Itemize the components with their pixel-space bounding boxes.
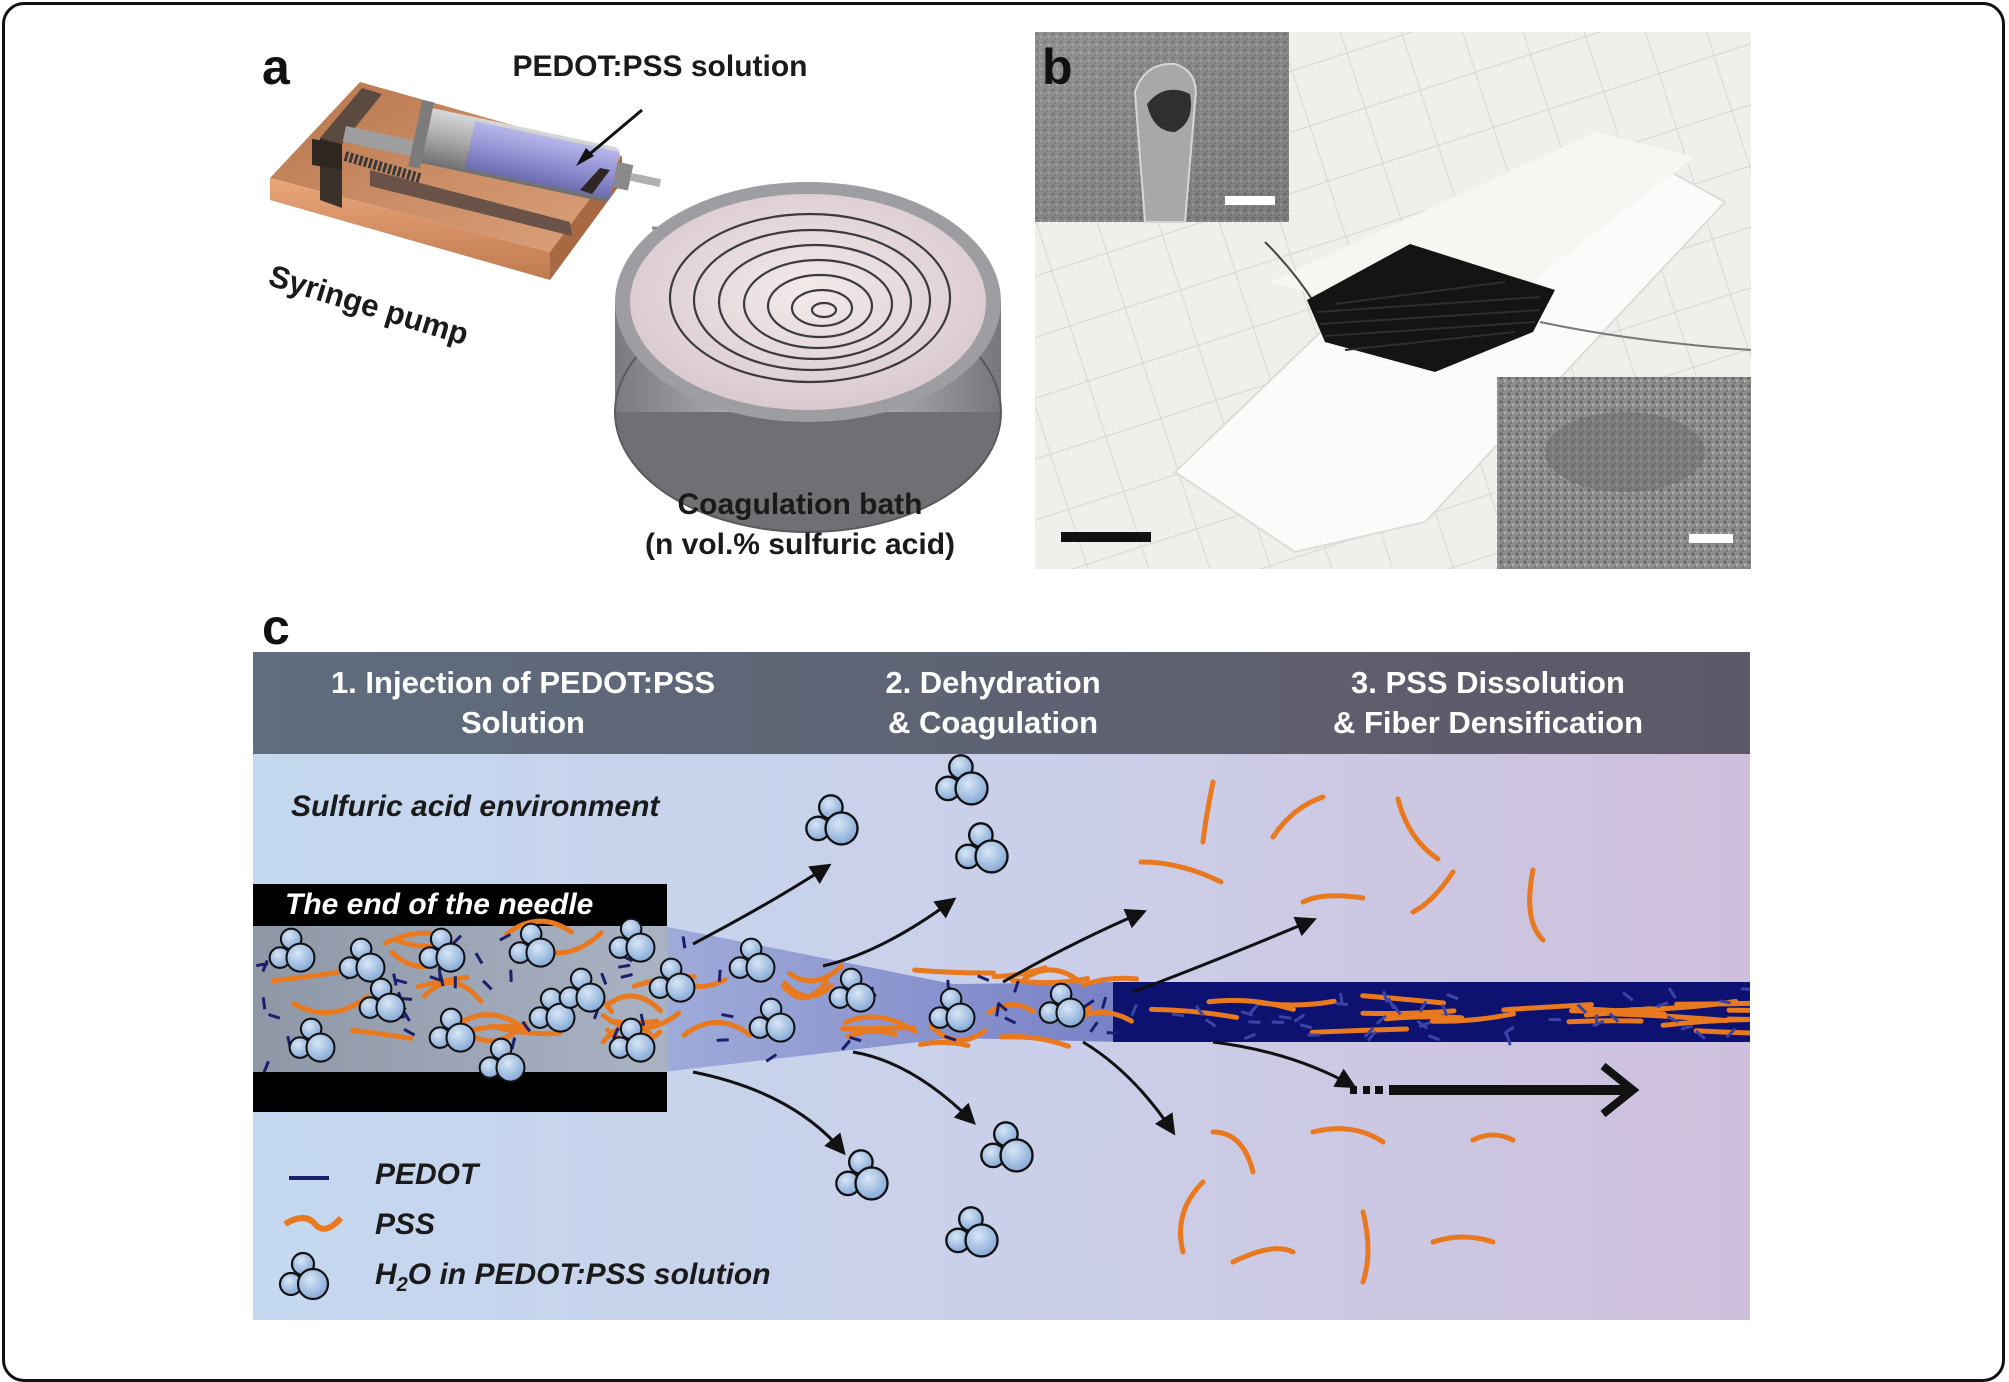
sem-inset-surface (1497, 377, 1751, 569)
stage-1-line2: Solution (331, 703, 715, 743)
pedot-segment (719, 970, 720, 982)
pedot-segment (263, 997, 265, 1009)
stage-2-line2: & Coagulation (885, 703, 1100, 743)
stage-3-header: 3. PSS Dissolution& Fiber Densification (1243, 652, 1733, 754)
legend-water-suffix: O in PEDOT:PSS solution (408, 1258, 771, 1291)
pss-chain (1386, 1017, 1461, 1019)
needle-label: The end of the needle (285, 888, 593, 922)
pss-chain (1729, 1009, 1750, 1010)
pedot-segment (1596, 1015, 1597, 1027)
scale-bar-inset1 (1225, 196, 1275, 205)
pedot-segment (1107, 1033, 1119, 1034)
coagulation-bath (615, 182, 1001, 532)
scale-bar-photo (1061, 532, 1151, 542)
pedot-segment (1172, 1014, 1184, 1016)
pss-chain (842, 1028, 913, 1029)
needle-bottom-wall (253, 1072, 667, 1112)
pss-chain (1569, 1021, 1641, 1022)
pss-chain (1363, 1011, 1454, 1014)
pss-chain (1312, 1029, 1406, 1032)
bath-label-line1: Coagulation bath (600, 488, 1000, 522)
panel-b-photo (1035, 32, 1751, 569)
pedot-segment (1279, 1017, 1291, 1019)
pedot-segment (997, 1004, 999, 1016)
pedot-segment (256, 964, 268, 966)
pedot-segment (683, 936, 685, 948)
legend-water-prefix: H (375, 1258, 397, 1291)
legend-pss-label: PSS (375, 1208, 435, 1242)
environment-label: Sulfuric acid environment (291, 790, 659, 824)
stage-1-line1: 1. Injection of PEDOT:PSS (331, 663, 715, 703)
bath-label-line2: (n vol.% sulfuric acid) (600, 528, 1000, 562)
panel-b-label: b (1042, 38, 1073, 96)
pedot-segment (1336, 1003, 1348, 1004)
pedot-segment (1272, 1022, 1284, 1023)
panel-c-label: c (262, 598, 290, 656)
stage-3-line2: & Fiber Densification (1333, 703, 1643, 743)
legend-pedot-label: PEDOT (375, 1158, 478, 1192)
legend-water-label: H2O in PEDOT:PSS solution (375, 1258, 771, 1297)
pedot-segment (1741, 989, 1750, 990)
pedot-segment (1719, 1001, 1731, 1003)
scale-bar-inset2 (1689, 534, 1733, 543)
pss-chain (1696, 1031, 1750, 1034)
pedot-segment (717, 1040, 729, 1041)
legend-water-sub: 2 (397, 1274, 408, 1296)
stage-2-line1: 2. Dehydration (885, 663, 1100, 703)
sem-inset-cross-section (1035, 32, 1289, 222)
stage-2-header: 2. Dehydration& Coagulation (803, 652, 1183, 754)
stage-3-line1: 3. PSS Dissolution (1333, 663, 1643, 703)
pedot-segment (1248, 1022, 1260, 1023)
pedot-segment (618, 965, 630, 967)
